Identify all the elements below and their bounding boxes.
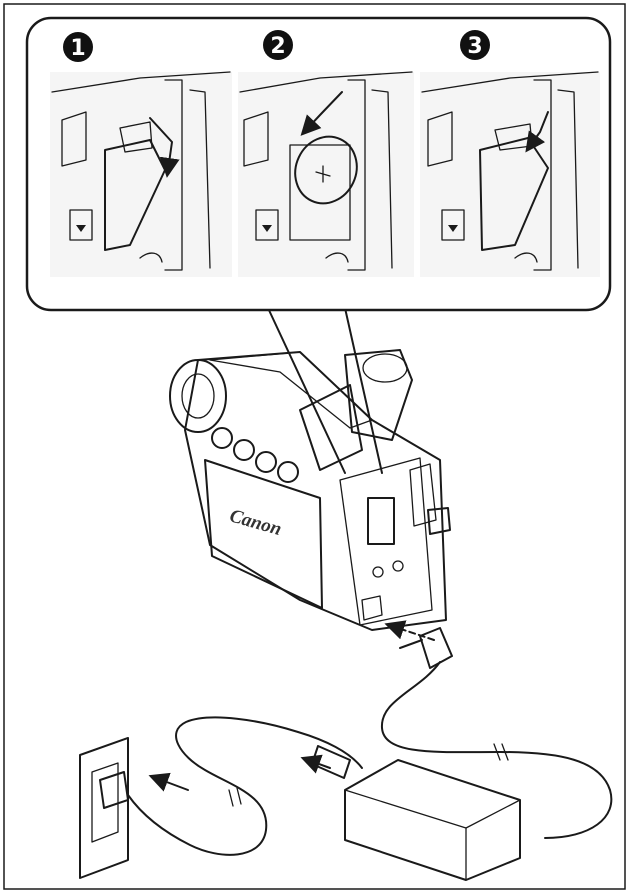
arrow-icon (300, 91, 343, 136)
dc-cable (380, 661, 613, 839)
step-3-number: 3 (467, 34, 482, 59)
coin-battery-icon (294, 135, 358, 205)
arrow-icon (300, 754, 331, 774)
callout-line-left (267, 307, 346, 474)
cable-break-icon (228, 787, 242, 807)
control-button (255, 451, 277, 473)
arrow-icon (384, 620, 435, 641)
step-3-panel (420, 71, 600, 277)
lcd-panel (204, 459, 323, 609)
step-2-badge (263, 30, 293, 60)
arrow-icon (149, 117, 180, 178)
dc-in-jack (361, 595, 383, 621)
control-button (277, 461, 299, 483)
step-1-panel (50, 71, 232, 277)
arrow-icon (525, 111, 549, 153)
callout-line-right (344, 307, 383, 474)
arrow-icon (148, 772, 189, 792)
ac-cable (127, 716, 363, 856)
cable-break-icon (493, 743, 509, 761)
step-1-badge (63, 32, 93, 62)
wall-outlet-icon (79, 737, 129, 879)
step-2-number: 2 (270, 34, 285, 59)
plug-icon (399, 627, 453, 669)
battery-compartment (367, 497, 395, 545)
step-3-badge (460, 30, 490, 60)
control-button (233, 439, 255, 461)
step-1-number: 1 (70, 36, 85, 61)
ac-adapter-icon (344, 759, 521, 881)
step-2-panel (238, 71, 414, 277)
control-button (211, 427, 233, 449)
camcorder-icon: Canon (169, 349, 451, 631)
callout-box: 1 2 3 (25, 16, 612, 312)
